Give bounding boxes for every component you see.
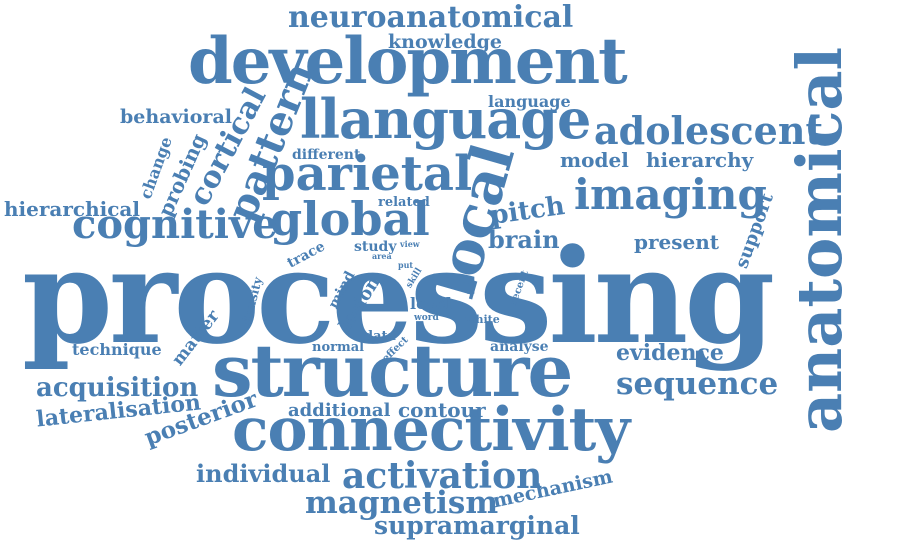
word-behavioral: behavioral bbox=[120, 106, 232, 128]
word-language: language bbox=[488, 92, 571, 111]
word-structure: structure bbox=[212, 328, 573, 413]
word-word: word bbox=[414, 313, 439, 323]
word-adolescent: adolescent bbox=[594, 108, 824, 153]
word-white: white bbox=[466, 313, 500, 326]
word-analyse: analyse bbox=[490, 339, 549, 355]
word-processing: processing bbox=[22, 220, 775, 373]
word-level: level bbox=[410, 294, 452, 313]
word-activation: activation bbox=[342, 455, 543, 497]
word-parietal: parietal bbox=[262, 146, 473, 202]
word-individual: individual bbox=[196, 459, 331, 488]
word-cognitive: cognitive bbox=[72, 201, 278, 248]
word-hierarchy: hierarchy bbox=[646, 148, 754, 172]
word-evidence: evidence bbox=[616, 340, 724, 366]
word-model: model bbox=[560, 148, 629, 172]
word-brain: brain bbox=[488, 225, 560, 254]
word-additional: additional bbox=[288, 400, 391, 421]
word-connectivity: connectivity bbox=[232, 395, 630, 465]
word-contour: contour bbox=[398, 398, 486, 422]
word-put: put bbox=[398, 260, 414, 270]
word-present: present bbox=[634, 230, 720, 254]
word-knowledge: knowledge bbox=[388, 31, 502, 53]
word-view: view bbox=[400, 239, 420, 249]
word-hierarchical: hierarchical bbox=[4, 197, 140, 221]
word-supramarginal: supramarginal bbox=[374, 511, 580, 540]
word-acquisition: acquisition bbox=[36, 373, 199, 403]
word-different: different bbox=[292, 147, 361, 163]
word-sequence: sequence bbox=[616, 366, 779, 402]
word-area: area bbox=[372, 251, 392, 261]
word-normal: normal bbox=[312, 340, 365, 355]
word-anatomical: anatomical bbox=[783, 46, 856, 433]
word-neuroanatomical: neuroanatomical bbox=[288, 0, 574, 35]
word-development: development bbox=[188, 24, 628, 99]
word-data: data bbox=[364, 329, 396, 344]
word-imaging: imaging bbox=[574, 170, 767, 219]
word-technique: technique bbox=[72, 340, 162, 359]
word-global: global bbox=[270, 192, 430, 246]
word-study: study bbox=[354, 239, 397, 255]
word-magnetism: magnetism bbox=[305, 485, 499, 521]
word-related: related bbox=[378, 195, 430, 210]
word-llanguage: llanguage bbox=[300, 87, 591, 151]
